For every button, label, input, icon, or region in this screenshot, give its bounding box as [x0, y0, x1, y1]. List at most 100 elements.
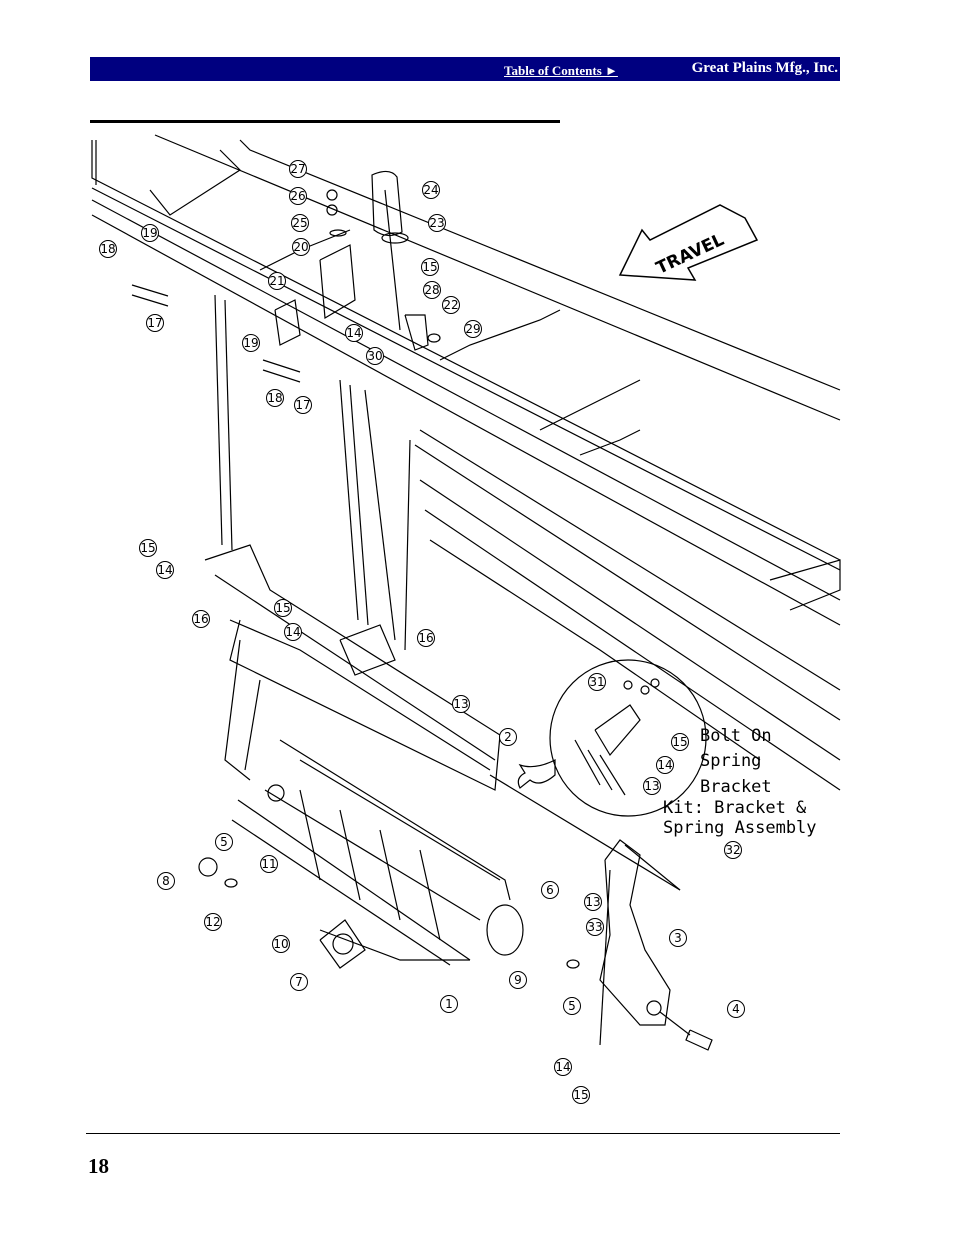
callout-balloon: 11 — [260, 855, 278, 873]
kit-note: Kit: Bracket & Spring Assembly — [663, 798, 817, 838]
callout-balloon: 25 — [291, 214, 309, 232]
callout-number: 14 — [346, 326, 361, 340]
callout-balloon: 30 — [366, 347, 384, 365]
callout-balloon: 32 — [724, 841, 742, 859]
callout-number: 6 — [546, 883, 554, 897]
callout-balloon: 14 — [656, 756, 674, 774]
callout-number: 13 — [453, 697, 468, 711]
callout-number: 19 — [142, 226, 157, 240]
callout-balloon: 20 — [292, 238, 310, 256]
svg-text:Bracket: Bracket — [700, 777, 772, 797]
callout-balloon: 14 — [554, 1058, 572, 1076]
callout-balloon: 7 — [290, 973, 308, 991]
callout-balloon: 21 — [268, 272, 286, 290]
callout-number: 9 — [514, 973, 522, 987]
callout-balloon: 9 — [509, 971, 527, 989]
callout-number: 14 — [157, 563, 172, 577]
callout-balloon: 15 — [139, 539, 157, 557]
callout-balloon: 14 — [284, 623, 302, 641]
svg-text:Kit: Bracket &: Kit: Bracket & — [663, 798, 807, 818]
callout-number: 14 — [657, 758, 672, 772]
table-of-contents-link[interactable]: Table of Contents ► — [504, 63, 618, 78]
callout-balloon: 15 — [274, 599, 292, 617]
callout-number: 23 — [429, 216, 444, 230]
callout-number: 16 — [418, 631, 433, 645]
callout-number: 17 — [295, 398, 310, 412]
svg-text:Bolt On: Bolt On — [700, 726, 772, 746]
callout-number: 15 — [275, 601, 290, 615]
callout-balloon: 4 — [727, 1000, 745, 1018]
callout-number: 17 — [147, 316, 162, 330]
callout-number: 15 — [672, 735, 687, 749]
callout-number: 18 — [100, 242, 115, 256]
callout-balloon: 5 — [563, 997, 581, 1015]
callout-balloon: 22 — [442, 296, 460, 314]
callout-number: 7 — [295, 975, 303, 989]
callout-balloon: 19 — [141, 224, 159, 242]
company-name: Great Plains Mfg., Inc. — [691, 60, 838, 76]
footer-rule — [86, 1133, 840, 1134]
callout-balloon: 28 — [423, 281, 441, 299]
inset-circle — [549, 659, 707, 817]
svg-text:Spring Assembly: Spring Assembly — [663, 818, 817, 838]
callout-number: 14 — [555, 1060, 570, 1074]
callout-balloon: 24 — [422, 181, 440, 199]
callout-number: 2 — [504, 730, 512, 744]
callout-balloon: 17 — [146, 314, 164, 332]
callout-balloon: 6 — [541, 881, 559, 899]
callout-balloon: 16 — [192, 610, 210, 628]
callout-number: 33 — [587, 920, 602, 934]
callout-balloon: 15 — [572, 1086, 590, 1104]
section-rule — [90, 120, 560, 123]
callout-balloon: 29 — [464, 320, 482, 338]
callout-balloon: 17 — [294, 396, 312, 414]
callout-number: 21 — [269, 274, 284, 288]
callout-number: 14 — [285, 625, 300, 639]
callout-number: 18 — [267, 391, 282, 405]
callout-balloon: 23 — [428, 214, 446, 232]
callout-balloon: 1 — [440, 995, 458, 1013]
callout-balloon: 26 — [289, 187, 307, 205]
callout-number: 26 — [290, 189, 305, 203]
callout-number: 1 — [445, 997, 453, 1011]
callout-balloon: 5 — [215, 833, 233, 851]
callout-balloon: 27 — [289, 160, 307, 178]
callout-number: 5 — [568, 999, 576, 1013]
callout-balloon: 12 — [204, 913, 222, 931]
travel-arrow: TRAVEL — [618, 204, 759, 281]
callout-number: 30 — [367, 349, 382, 363]
inset-note: Bolt On Spring Bracket — [700, 726, 772, 797]
callout-number: 25 — [292, 216, 307, 230]
callout-number: 4 — [732, 1002, 740, 1016]
callout-number: 11 — [261, 857, 276, 871]
callout-number: 16 — [193, 612, 208, 626]
callout-number: 24 — [423, 183, 438, 197]
callout-number: 15 — [422, 260, 437, 274]
callout-number: 15 — [573, 1088, 588, 1102]
callout-number: 15 — [140, 541, 155, 555]
callout-balloon: 3 — [669, 929, 687, 947]
callout-number: 10 — [273, 937, 288, 951]
header-bar: Table of Contents ► Great Plains Mfg., I… — [90, 57, 840, 81]
callout-balloon: 13 — [643, 777, 661, 795]
callout-balloon: 13 — [584, 893, 602, 911]
page-number: 18 — [88, 1154, 109, 1178]
callout-balloon: 33 — [586, 918, 604, 936]
callout-number: 27 — [290, 162, 305, 176]
callout-balloon: 14 — [156, 561, 174, 579]
callout-balloon: 2 — [499, 728, 517, 746]
svg-text:Spring: Spring — [700, 751, 761, 771]
callout-balloon: 13 — [452, 695, 470, 713]
callout-number: 12 — [205, 915, 220, 929]
callout-balloon: 15 — [421, 258, 439, 276]
callout-number: 13 — [585, 895, 600, 909]
callout-balloon: 8 — [157, 872, 175, 890]
callout-number: 29 — [465, 322, 480, 336]
callout-balloon: 18 — [99, 240, 117, 258]
callout-balloon: 19 — [242, 334, 260, 352]
callout-balloon: 18 — [266, 389, 284, 407]
callout-balloon: 16 — [417, 629, 435, 647]
callout-balloon: 14 — [345, 324, 363, 342]
